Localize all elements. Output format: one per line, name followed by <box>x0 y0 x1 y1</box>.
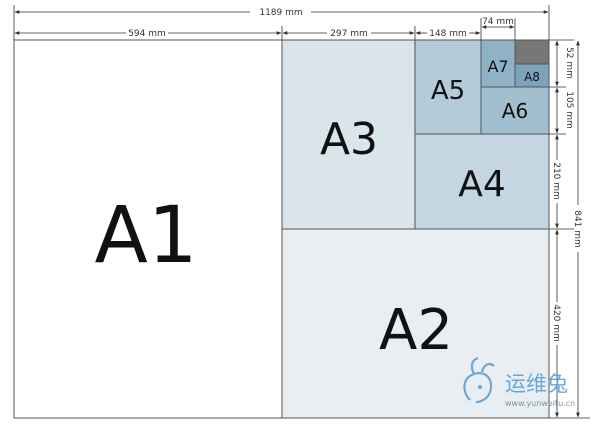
dimension-a5-width: 148 mm <box>415 26 482 40</box>
dimension-right-ticks <box>549 39 590 419</box>
sheet-a3 <box>281 39 416 230</box>
label-a6: A6 <box>502 99 528 123</box>
dim-a7-width-text: 74 mm <box>482 17 514 27</box>
dimension-a7-width: 74 mm <box>480 17 516 40</box>
dimension-a4-height: 210 mm <box>551 134 561 229</box>
rabbit-logo-icon <box>463 356 495 404</box>
label-a8: A8 <box>524 70 540 84</box>
dimension-a6-height: 105 mm <box>555 87 574 134</box>
rabbit-eye-icon <box>478 385 482 389</box>
dim-a5-width-text: 148 mm <box>429 29 467 39</box>
dim-total-height-text: 841 mm <box>572 210 582 248</box>
dim-a2-height-text: 420 mm <box>551 304 561 342</box>
label-a2: A2 <box>379 298 453 363</box>
sheet-a6 <box>480 86 550 135</box>
sheet-a1 <box>13 39 283 419</box>
watermark: 运维兔 www.yunweitu.cn <box>463 356 575 408</box>
dim-a1-width-text: 594 mm <box>128 29 166 39</box>
sheet-a2 <box>281 228 550 419</box>
label-a1: A1 <box>95 191 198 281</box>
label-a4: A4 <box>458 164 506 205</box>
sheet-a5 <box>414 39 482 135</box>
sheet-a7 <box>480 39 516 88</box>
sheet-smallest <box>514 39 550 65</box>
dimension-a3-width: 297 mm <box>282 26 416 40</box>
label-a5: A5 <box>431 76 465 106</box>
dim-a4-height-text: 210 mm <box>551 162 561 200</box>
watermark-url: www.yunweitu.cn <box>505 399 575 408</box>
dim-a8-height-text: 52 mm <box>564 47 574 79</box>
dimension-a1-width: 594 mm <box>14 26 283 40</box>
dim-total-width-text: 1189 mm <box>259 8 302 18</box>
label-a3: A3 <box>320 114 378 165</box>
dimension-a2-height: 420 mm <box>551 229 561 418</box>
dimension-total-height: 841 mm <box>572 40 582 418</box>
watermark-brand: 运维兔 <box>505 372 568 396</box>
dim-a3-width-text: 297 mm <box>330 29 368 39</box>
label-a7: A7 <box>487 57 508 76</box>
sheet-a4 <box>414 133 550 230</box>
dimension-total-width: 1189 mm <box>13 5 550 40</box>
dim-a6-height-text: 105 mm <box>564 91 574 129</box>
dimension-a8-height: 52 mm <box>555 40 574 87</box>
